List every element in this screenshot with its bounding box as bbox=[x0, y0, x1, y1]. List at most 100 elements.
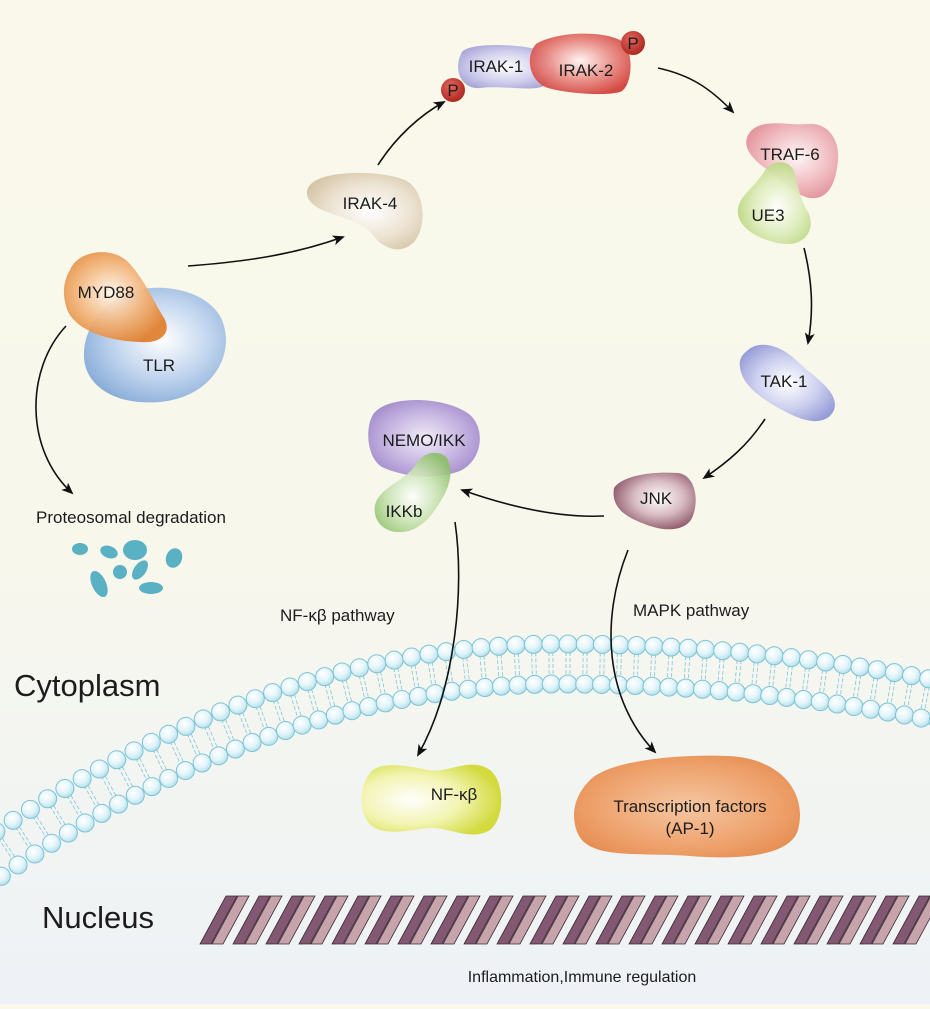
lipid-tail bbox=[752, 662, 754, 686]
lipid-tail bbox=[857, 675, 861, 699]
lipid-head bbox=[507, 636, 525, 654]
lipid-head bbox=[126, 786, 144, 804]
lipid-head bbox=[593, 675, 611, 693]
lipid-head bbox=[744, 685, 762, 703]
lipid-tail bbox=[329, 684, 335, 707]
cytoplasm-label: Cytoplasm bbox=[14, 668, 160, 703]
arrow-irak2-to-traf6 bbox=[658, 68, 733, 112]
myd88-label: MYD88 bbox=[78, 283, 135, 302]
lipid-tail bbox=[617, 653, 618, 677]
lipid-head bbox=[879, 703, 897, 721]
tlr-label: TLR bbox=[143, 356, 175, 375]
lipid-head bbox=[343, 702, 361, 720]
lipid-head bbox=[194, 710, 212, 728]
lipid-head bbox=[143, 778, 161, 796]
lipid-head bbox=[90, 760, 108, 778]
lipid-head bbox=[696, 640, 714, 658]
lipid-tail bbox=[705, 657, 707, 681]
nfkb-pathway-label: NF-κβ pathway bbox=[280, 606, 395, 625]
irak4-label: IRAK-4 bbox=[343, 194, 398, 213]
lipid-tail bbox=[294, 695, 301, 718]
arrow-jnk-to-nemo bbox=[462, 490, 604, 516]
lipid-head bbox=[93, 804, 111, 822]
lipid-tail bbox=[634, 654, 635, 678]
lipid-head bbox=[542, 635, 560, 653]
lipid-head bbox=[761, 686, 779, 704]
lipid-tail bbox=[463, 657, 466, 681]
ap1-label: (AP-1) bbox=[665, 819, 714, 838]
lipid-head bbox=[645, 637, 663, 655]
lipid-head bbox=[811, 693, 829, 711]
lipid-tail bbox=[925, 687, 929, 711]
lipid-head bbox=[108, 751, 126, 769]
lipid-tail bbox=[650, 654, 651, 678]
lipid-tail bbox=[260, 706, 268, 729]
lipid-head bbox=[393, 690, 411, 708]
lipid-head bbox=[834, 655, 852, 673]
lipid-head bbox=[0, 823, 5, 841]
lipid-head bbox=[360, 698, 378, 716]
lipid-head bbox=[210, 747, 228, 765]
lipid-head bbox=[490, 637, 508, 655]
lipid-head bbox=[26, 845, 44, 863]
lipid-tail bbox=[739, 660, 741, 684]
lipid-tail bbox=[621, 653, 622, 677]
lipid-tail bbox=[722, 659, 724, 683]
irak-complex: IRAK-1 IRAK-2 P P bbox=[441, 31, 645, 102]
lipid-head bbox=[862, 700, 880, 718]
lipid-tail bbox=[497, 654, 499, 678]
lipid-head bbox=[212, 703, 230, 721]
lipid-head bbox=[628, 637, 646, 655]
lipid-tail bbox=[756, 662, 758, 686]
lipid-head bbox=[660, 678, 678, 696]
lipid-head bbox=[885, 664, 903, 682]
lipid-head bbox=[748, 645, 766, 663]
lipid-head bbox=[326, 706, 344, 724]
lipid-head bbox=[559, 635, 577, 653]
lipid-tail bbox=[773, 664, 776, 688]
lipid-tail bbox=[853, 675, 857, 699]
lipid-head bbox=[611, 636, 629, 654]
phosphate-label-irak1: P bbox=[447, 81, 458, 100]
lipid-head bbox=[9, 856, 27, 874]
lipid-tail bbox=[604, 652, 605, 676]
lipid-tail bbox=[19, 827, 32, 847]
lipid-tail bbox=[921, 687, 925, 711]
lipid-tail bbox=[208, 726, 217, 748]
lipid-tail bbox=[0, 838, 12, 858]
lipid-tail bbox=[600, 652, 601, 676]
lipid-tail bbox=[312, 689, 319, 712]
lipid-head bbox=[110, 795, 128, 813]
lipid-head bbox=[226, 740, 244, 758]
lipid-head bbox=[276, 722, 294, 740]
arrow-ue3-to-tak1 bbox=[804, 248, 811, 343]
lipid-tail bbox=[874, 678, 878, 702]
lipid-head bbox=[895, 706, 913, 724]
lipid-tail bbox=[536, 652, 537, 676]
lipid-head bbox=[845, 698, 863, 716]
degradation-label: Proteosomal degradation bbox=[36, 508, 226, 527]
transcription-factors-label: Transcription factors bbox=[613, 797, 766, 816]
mapk-pathway-label: MAPK pathway bbox=[633, 601, 750, 620]
lipid-head bbox=[576, 675, 594, 693]
ue3-label: UE3 bbox=[751, 206, 784, 225]
lipid-head bbox=[920, 670, 930, 688]
lipid-tail bbox=[273, 700, 281, 723]
lipid-tail bbox=[432, 662, 436, 686]
lipid-head bbox=[385, 651, 403, 669]
lipid-head bbox=[43, 834, 61, 852]
lipid-tail bbox=[684, 656, 686, 680]
lipid-head bbox=[643, 677, 661, 695]
lipid-tail bbox=[823, 670, 826, 694]
lipid-head bbox=[912, 709, 930, 727]
lipid-tail bbox=[802, 668, 805, 692]
lipid-head bbox=[333, 663, 351, 681]
lipid-head bbox=[576, 635, 594, 653]
lipid-head bbox=[176, 762, 194, 780]
arrow-ikkb-to-nfkb bbox=[418, 522, 459, 755]
lipid-head bbox=[376, 694, 394, 712]
lipid-tail bbox=[394, 668, 399, 692]
lipid-head bbox=[56, 779, 74, 797]
lipid-head bbox=[229, 696, 247, 714]
lipid-head bbox=[694, 680, 712, 698]
